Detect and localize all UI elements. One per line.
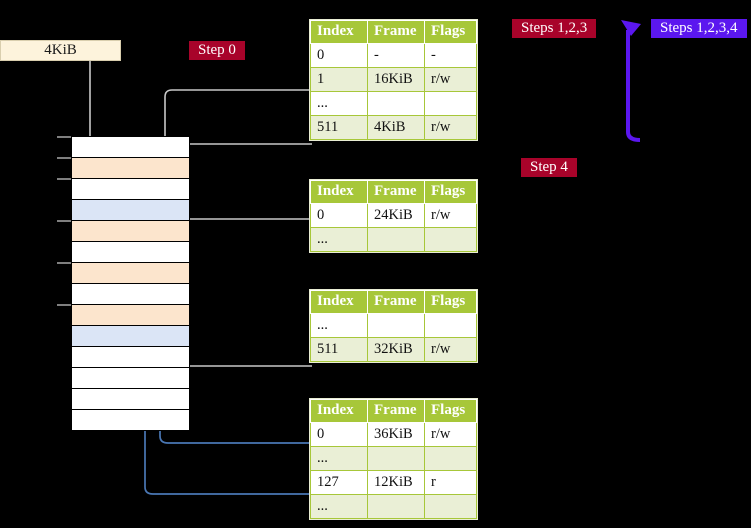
page-size-label: 4KiB [0, 40, 121, 61]
cell-flags [424, 446, 477, 471]
memory-frame-row [72, 220, 189, 241]
memory-frame-row [72, 304, 189, 325]
cell-frame: 16KiB [367, 67, 425, 92]
cell-frame: 12KiB [367, 470, 425, 495]
column-header-index: Index [310, 399, 368, 423]
cell-frame [367, 494, 425, 519]
table-row: ... [310, 227, 477, 252]
cell-frame [367, 313, 425, 338]
wire-table3-row511-to-memory [177, 308, 312, 367]
cell-flags [424, 494, 477, 519]
page-size-text: 4KiB [44, 42, 77, 58]
table-row: 0-- [310, 43, 477, 68]
cell-frame: 36KiB [367, 422, 425, 447]
cell-frame: 32KiB [367, 337, 425, 362]
memory-frame-row [72, 367, 189, 388]
cell-frame: 4KiB [367, 115, 425, 140]
wire-table2-row0-to-memory [171, 218, 312, 263]
table-row: ... [310, 91, 477, 116]
memory-frame-row [72, 178, 189, 199]
cell-flags: r [424, 470, 477, 495]
cell-index: 511 [310, 337, 368, 362]
memory-frame-row [72, 346, 189, 367]
memory-frame-row [72, 409, 189, 430]
table-row: ... [310, 313, 477, 338]
cell-flags: r/w [424, 422, 477, 447]
wire-recursion-arrow [626, 30, 641, 142]
column-header-flags: Flags [424, 290, 477, 314]
cell-index: ... [310, 446, 368, 471]
memory-tick [57, 220, 71, 222]
cell-frame: - [367, 43, 425, 68]
cell-index: 127 [310, 470, 368, 495]
memory-tick [57, 262, 71, 264]
cell-index: 0 [310, 422, 368, 447]
badge-steps-123: Steps 1,2,3 [512, 19, 597, 38]
cell-frame [367, 446, 425, 471]
badge-step-0: Step 0 [189, 41, 245, 60]
memory-tick [57, 157, 71, 159]
memory-frame-row [72, 199, 189, 220]
column-header-index: Index [310, 20, 368, 44]
memory-frame-row [72, 157, 189, 178]
column-header-flags: Flags [424, 399, 477, 423]
cell-flags: r/w [424, 203, 477, 228]
memory-tick [57, 178, 71, 180]
cell-flags: r/w [424, 337, 477, 362]
cell-frame [367, 227, 425, 252]
memory-tick [57, 136, 71, 138]
column-header-index: Index [310, 290, 368, 314]
table-row: ... [310, 494, 477, 519]
wire-recursion-arrowhead [621, 20, 641, 36]
column-header-frame: Frame [367, 20, 425, 44]
badge-step-4: Step 4 [521, 158, 577, 177]
memory-frame-row [72, 283, 189, 304]
cell-flags: r/w [424, 115, 477, 140]
cell-index: 0 [310, 203, 368, 228]
memory-frame-row [72, 388, 189, 409]
cell-flags: r/w [424, 67, 477, 92]
cell-index: 511 [310, 115, 368, 140]
badge-steps-1234: Steps 1,2,3,4 [651, 19, 747, 38]
column-header-flags: Flags [424, 20, 477, 44]
memory-frame-row [72, 136, 189, 157]
column-header-frame: Frame [367, 180, 425, 204]
cell-flags [424, 227, 477, 252]
column-header-frame: Frame [367, 399, 425, 423]
cell-frame: 24KiB [367, 203, 425, 228]
column-header-frame: Frame [367, 290, 425, 314]
memory-frame-row [72, 262, 189, 283]
memory-tick [57, 304, 71, 306]
cell-index: ... [310, 494, 368, 519]
cell-flags: - [424, 43, 477, 68]
cell-index: ... [310, 227, 368, 252]
column-header-flags: Flags [424, 180, 477, 204]
cell-index: ... [310, 91, 368, 116]
cell-index: ... [310, 313, 368, 338]
memory-frame-row [72, 241, 189, 262]
cell-index: 1 [310, 67, 368, 92]
column-header-index: Index [310, 180, 368, 204]
cell-flags [424, 313, 477, 338]
table-row: ... [310, 446, 477, 471]
physical-memory-column [71, 136, 190, 431]
cell-frame [367, 91, 425, 116]
cell-flags [424, 91, 477, 116]
cell-index: 0 [310, 43, 368, 68]
memory-frame-row [72, 325, 189, 346]
